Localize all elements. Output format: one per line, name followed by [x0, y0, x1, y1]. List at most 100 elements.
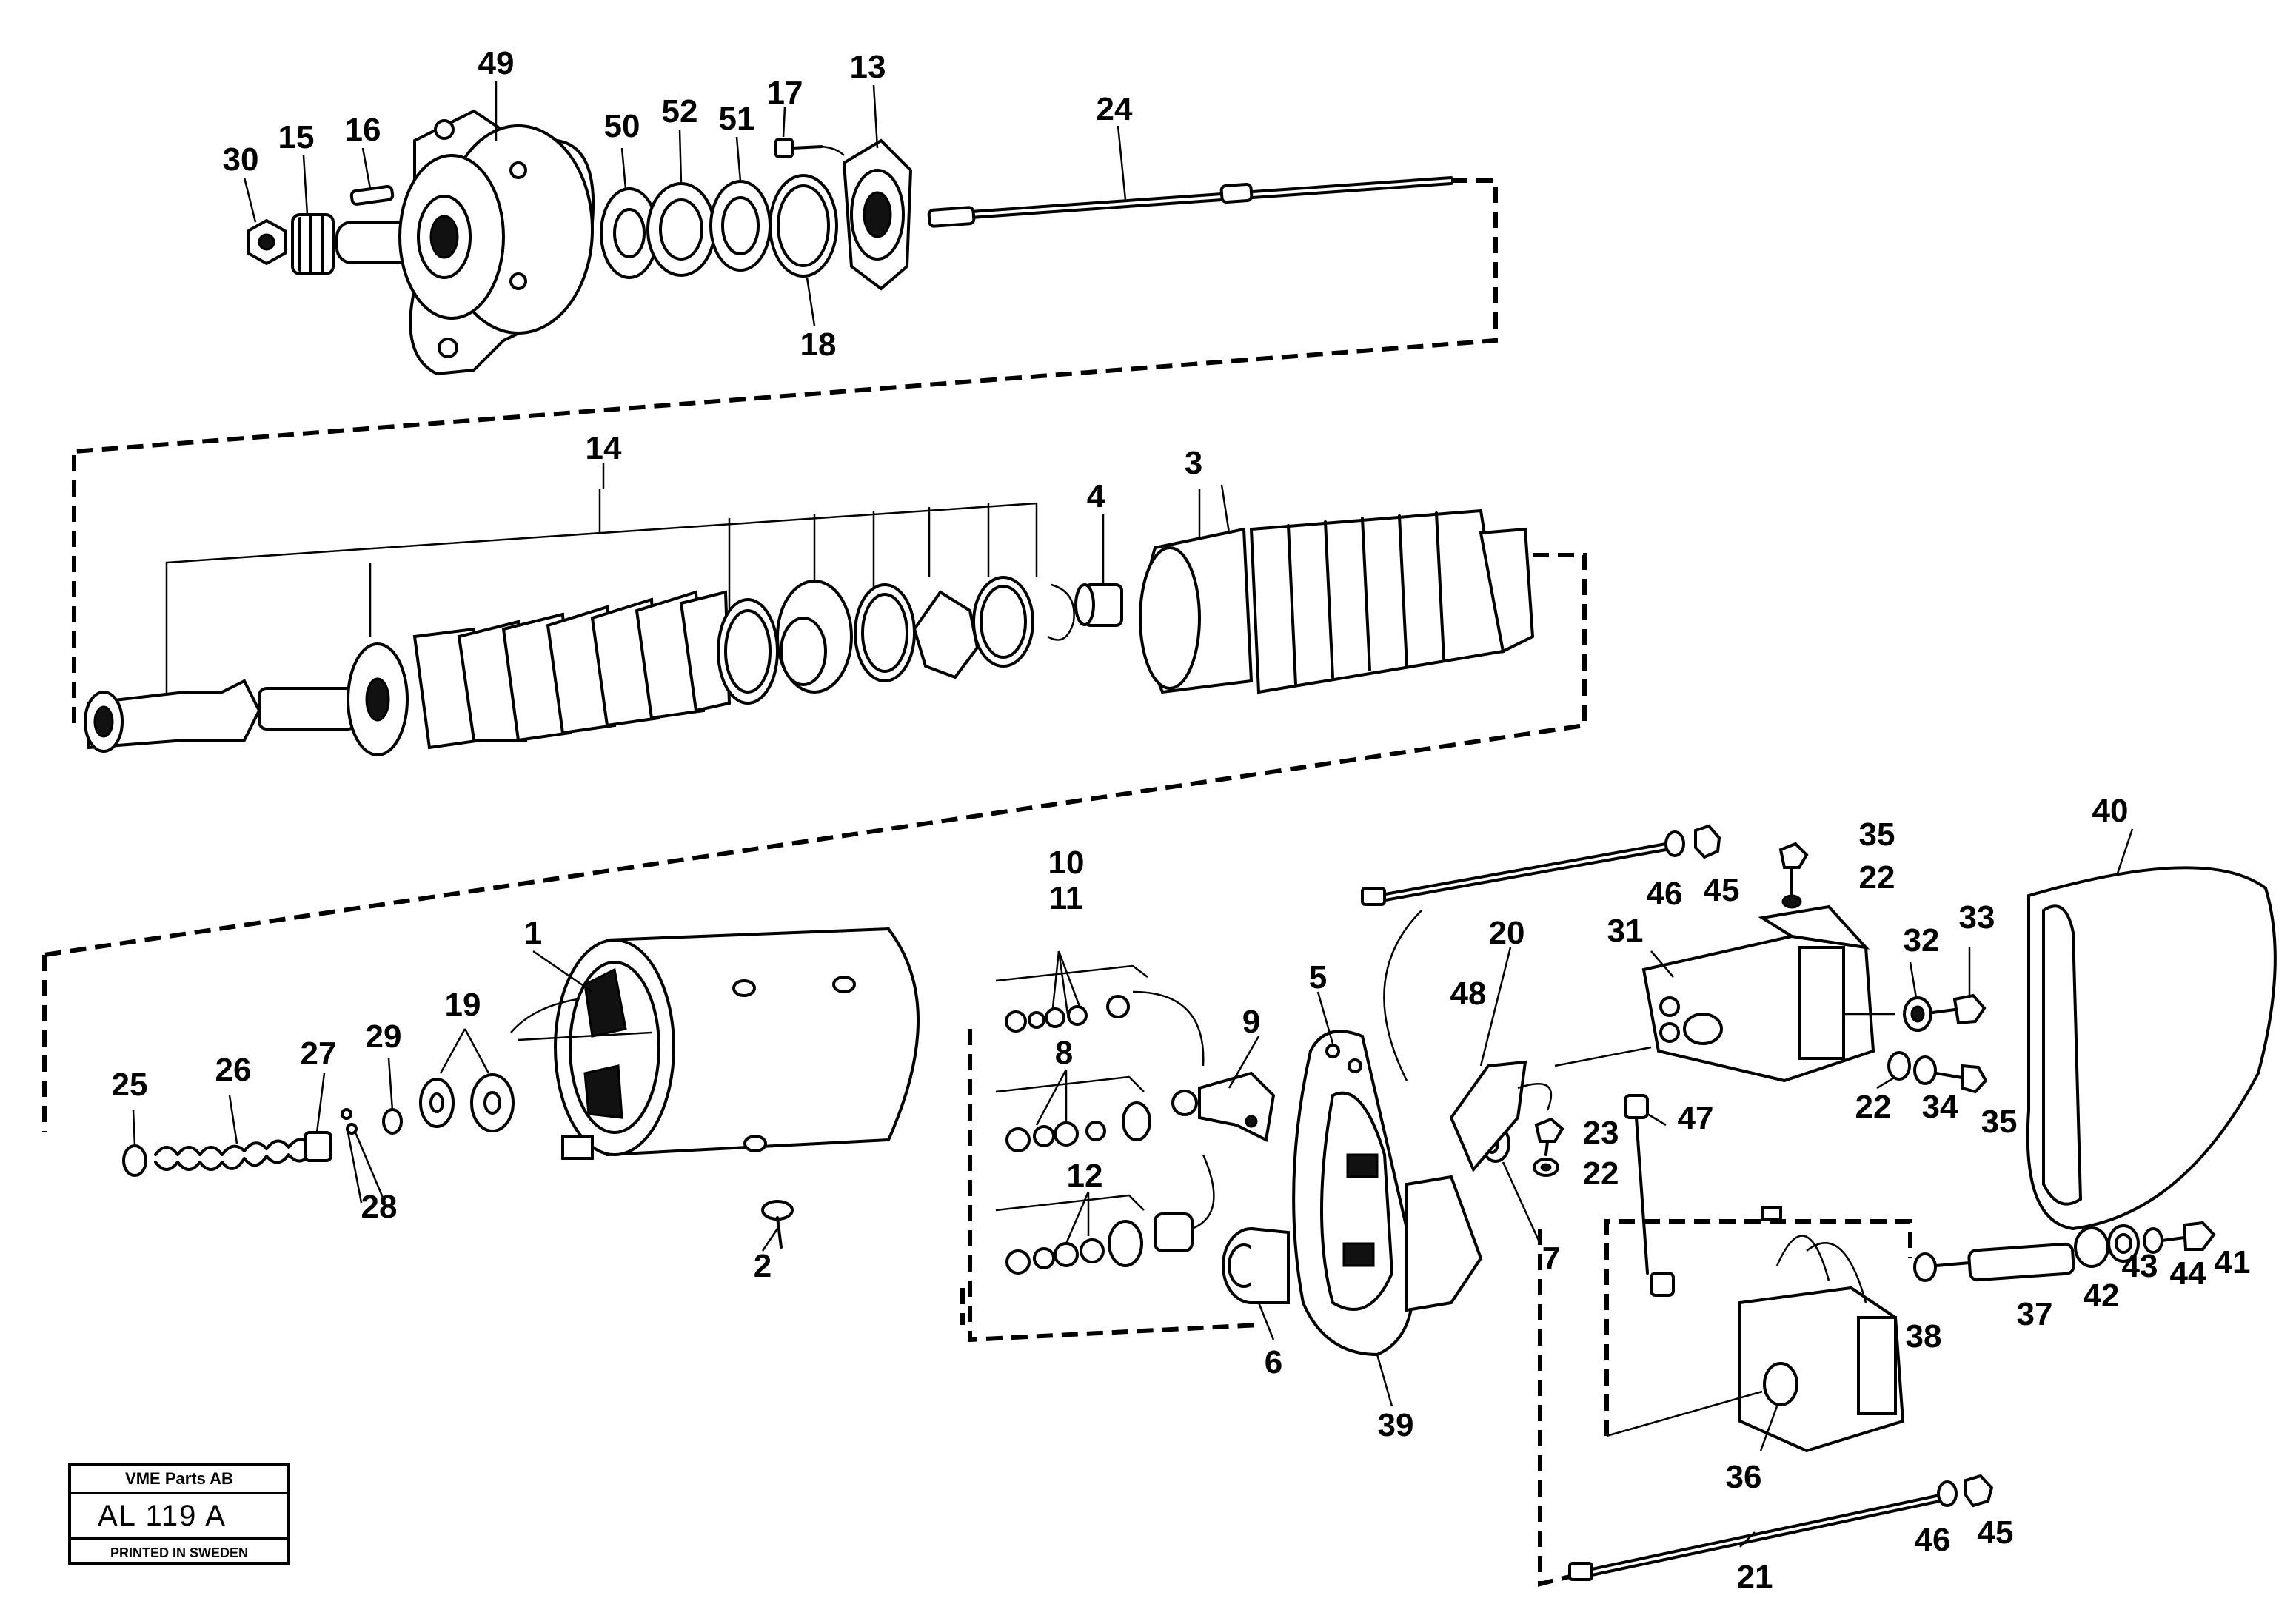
- part-51-bearing: [709, 180, 772, 272]
- callout-12: 12: [1067, 1158, 1103, 1194]
- part-37-stud: [1935, 1242, 2075, 1282]
- callout-35-right: 35: [1981, 1104, 2018, 1140]
- field-and-end-group: [42, 824, 2277, 1587]
- callout-5: 5: [1309, 959, 1327, 996]
- callout-labels: 49 30 15 16 50 52 51 17 13 24 18 14 3 4 …: [112, 45, 2251, 1595]
- part-32-washer: [1903, 996, 1932, 1032]
- callout-2: 2: [754, 1248, 772, 1284]
- callout-6: 6: [1265, 1344, 1282, 1380]
- part-14-clutch-discs: [347, 590, 779, 756]
- callout-21: 21: [1737, 1559, 1773, 1595]
- part-46-washer-b: [1937, 1480, 1958, 1507]
- callout-45-lower: 45: [1978, 1514, 2014, 1551]
- part-23-screw: [1534, 1117, 1564, 1156]
- part-24-tie-rod: [927, 176, 1453, 228]
- part-1-field-yoke: [510, 927, 920, 1160]
- part-50-washer: [600, 187, 659, 279]
- part-34-washer: [1913, 1055, 1937, 1085]
- part-6-bush: [1222, 1227, 1290, 1304]
- part-31-solenoid: [1554, 904, 1895, 1083]
- part-14-clutch-shaft: [84, 679, 357, 753]
- callout-15: 15: [278, 119, 315, 155]
- callout-19: 19: [445, 987, 481, 1023]
- callout-28: 28: [361, 1189, 398, 1225]
- callout-39: 39: [1378, 1407, 1414, 1443]
- callout-49: 49: [478, 45, 515, 81]
- part-27-plunger: [304, 1131, 332, 1162]
- callout-50: 50: [604, 108, 640, 144]
- part-21-lead: [1568, 1494, 1941, 1581]
- callout-16: 16: [345, 112, 381, 148]
- callout-38: 38: [1906, 1318, 1942, 1355]
- callout-46-lower: 46: [1915, 1522, 1951, 1558]
- part-30-nut: [247, 218, 287, 266]
- part-9-connector: [1171, 1071, 1276, 1142]
- callout-10: 10: [1048, 845, 1085, 881]
- part-4-bearing: [1074, 518, 1123, 627]
- callout-44: 44: [2170, 1255, 2206, 1292]
- part-52-bearing: [646, 182, 716, 277]
- part-13-cover-plate: [842, 138, 913, 291]
- callout-30: 30: [223, 141, 259, 178]
- callout-17: 17: [767, 75, 803, 111]
- callout-14: 14: [586, 430, 622, 466]
- part-19-shims: [419, 1028, 515, 1132]
- callout-29: 29: [366, 1018, 402, 1055]
- part-35-screw-b: [1935, 1064, 1988, 1094]
- part-3-armature: [1139, 489, 1535, 694]
- callout-48: 48: [1450, 976, 1487, 1012]
- callout-52: 52: [662, 93, 698, 130]
- callout-36: 36: [1726, 1459, 1762, 1495]
- part-49-drive-housing: [398, 109, 595, 376]
- callout-31: 31: [1607, 913, 1644, 949]
- callout-22-upper: 22: [1859, 859, 1895, 896]
- callout-8: 8: [1055, 1035, 1073, 1071]
- callout-23: 23: [1583, 1115, 1619, 1151]
- part-35-screw-a: [1778, 842, 1809, 896]
- part-42-nut: [2074, 1226, 2109, 1268]
- part-17-bolt: [774, 138, 845, 158]
- callout-leaders: [132, 81, 2134, 1548]
- part-26-spring: [154, 1138, 312, 1171]
- callout-3: 3: [1185, 445, 1202, 481]
- part-45-nut-b: [1964, 1474, 1994, 1508]
- clutch-hub: [776, 580, 853, 694]
- drive-end-group: [73, 109, 1498, 454]
- callout-43: 43: [2122, 1248, 2158, 1284]
- callout-1: 1: [524, 915, 542, 951]
- callout-40: 40: [2092, 793, 2129, 829]
- callout-42: 42: [2084, 1278, 2120, 1314]
- callout-22-right: 22: [1855, 1089, 1892, 1125]
- clutch-rings: [854, 576, 1075, 682]
- callout-11: 11: [1049, 880, 1084, 916]
- part-40-cover: [2026, 866, 2277, 1231]
- callout-25: 25: [112, 1067, 148, 1103]
- callout-45-upper: 45: [1704, 872, 1740, 908]
- part-22-washer-b: [1887, 1051, 1911, 1081]
- callout-37: 37: [2017, 1296, 2053, 1332]
- callout-27: 27: [301, 1036, 337, 1072]
- callout-22-lower: 22: [1583, 1155, 1619, 1192]
- part-29-washer: [382, 1108, 403, 1135]
- terminal-hardware: [995, 950, 1215, 1275]
- part-45-nut-a: [1694, 824, 1721, 859]
- part-41-screw: [2161, 1221, 2216, 1251]
- part-36-relay: [1606, 1206, 1905, 1453]
- callout-34: 34: [1922, 1089, 1958, 1125]
- clutch-armature-group: [44, 455, 1587, 957]
- part-28-pins: [341, 1108, 386, 1204]
- callout-47: 47: [1678, 1100, 1714, 1136]
- part-22-washer-a: [1781, 894, 1802, 909]
- part-15-pinion: [291, 213, 335, 275]
- callout-46-upper: 46: [1647, 876, 1683, 912]
- part-22-washer-c: [1533, 1158, 1559, 1177]
- callout-32: 32: [1904, 922, 1940, 959]
- title-block-printed: PRINTED IN SWEDEN: [110, 1545, 248, 1560]
- part-25-cap: [122, 1144, 147, 1177]
- callout-7: 7: [1542, 1241, 1560, 1277]
- callout-24: 24: [1097, 91, 1133, 127]
- title-block: VME Parts AB AL 119 A PRINTED IN SWEDEN: [68, 1463, 290, 1565]
- callout-9: 9: [1242, 1004, 1260, 1040]
- part-5-commutator-end-bracket: [1292, 1030, 1483, 1357]
- title-block-company: VME Parts AB: [71, 1466, 287, 1494]
